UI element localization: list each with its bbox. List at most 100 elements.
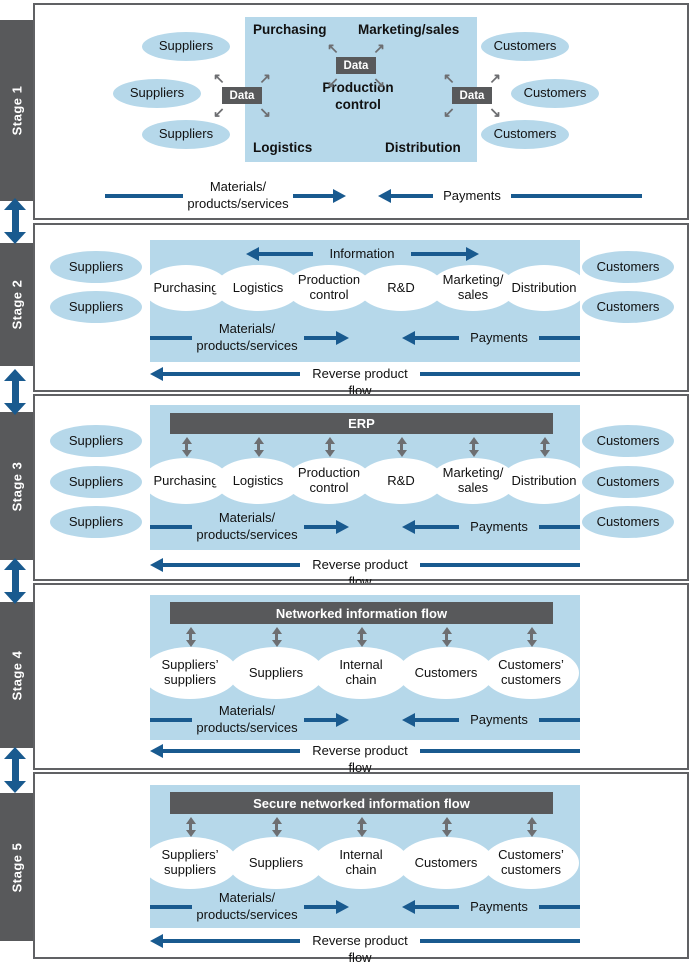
arrow-nw-icon: ↖ bbox=[327, 40, 339, 56]
arrowhead-right-icon bbox=[336, 900, 349, 914]
department-ellipse: R&D bbox=[358, 458, 444, 504]
arrow-shaft bbox=[11, 210, 19, 232]
payments-flow-label: Payments bbox=[443, 188, 501, 203]
arrow-up-icon bbox=[4, 198, 26, 210]
arrow-up-icon bbox=[441, 817, 452, 824]
customer-ellipse: Customers bbox=[511, 79, 599, 108]
arrowhead-left-icon bbox=[150, 744, 163, 758]
arrow-shaft bbox=[257, 444, 260, 450]
arrow-sw-icon: ↙ bbox=[443, 104, 455, 120]
materials-flow-label: Materials/ products/services bbox=[196, 890, 298, 922]
payments-flow-label: Payments bbox=[470, 330, 528, 345]
arrowhead-left-icon bbox=[150, 934, 163, 948]
arrow-se-icon: ↘ bbox=[489, 104, 501, 120]
arrow-nw-icon: ↖ bbox=[213, 70, 225, 86]
arrow-down-icon bbox=[4, 403, 26, 415]
stage-1-tab: Stage 1 bbox=[0, 20, 34, 201]
arrow-shaft bbox=[543, 444, 546, 450]
arrowhead-left-icon bbox=[150, 367, 163, 381]
supplier-ellipse: Suppliers bbox=[142, 120, 230, 149]
network-connector-arrow bbox=[270, 817, 283, 837]
erp-connector-arrow bbox=[395, 437, 408, 457]
customer-ellipse: Customers bbox=[481, 120, 569, 149]
reverse-flow-line bbox=[163, 939, 300, 943]
materials-flow-line bbox=[105, 194, 183, 198]
secure-networked-info-bar: Secure networked information flow bbox=[170, 792, 553, 814]
supplier-ellipse: Suppliers bbox=[50, 425, 142, 457]
network-connector-arrow bbox=[440, 627, 453, 647]
arrow-down-icon bbox=[271, 640, 282, 647]
customer-ellipse: Customers bbox=[481, 32, 569, 61]
data-box: Data bbox=[222, 87, 262, 104]
reverse-flow-line bbox=[163, 372, 300, 376]
data-box: Data bbox=[336, 57, 376, 74]
supplier-ellipse: Suppliers bbox=[142, 32, 230, 61]
arrow-down-icon bbox=[468, 450, 479, 457]
arrowhead-right-icon bbox=[466, 247, 479, 261]
data-exchange-widget: ↖↗ ↙↘ Data bbox=[213, 70, 271, 120]
reverse-flow-line bbox=[420, 749, 580, 753]
department-ellipse: Distribution bbox=[501, 265, 587, 311]
reverse-flow-line bbox=[163, 563, 300, 567]
arrow-down-icon bbox=[271, 830, 282, 837]
arrow-shaft bbox=[445, 824, 448, 830]
arrow-sw-icon: ↙ bbox=[213, 104, 225, 120]
reverse-flow-label: Reverse product flow bbox=[312, 933, 408, 962]
information-flow-line bbox=[259, 252, 313, 256]
networked-info-bar: Networked information flow bbox=[170, 602, 553, 624]
production-control-label: Production control bbox=[322, 80, 394, 112]
materials-flow-line bbox=[150, 905, 192, 909]
arrow-up-icon bbox=[271, 627, 282, 634]
logistics-label: Logistics bbox=[253, 140, 313, 155]
network-connector-arrow bbox=[440, 817, 453, 837]
arrow-shaft bbox=[11, 759, 19, 781]
arrow-shaft bbox=[400, 444, 403, 450]
arrow-shaft bbox=[360, 824, 363, 830]
supplier-ellipse: Suppliers bbox=[50, 466, 142, 498]
network-connector-arrow bbox=[270, 627, 283, 647]
arrow-down-icon bbox=[4, 232, 26, 244]
supplier-ellipse: Suppliers bbox=[50, 506, 142, 538]
materials-flow-label: Materials/ products/services bbox=[196, 321, 298, 353]
arrowhead-right-icon bbox=[336, 520, 349, 534]
arrow-down-icon bbox=[4, 592, 26, 604]
stage-2-tab-label: Stage 2 bbox=[9, 279, 25, 330]
arrow-down-icon bbox=[4, 781, 26, 793]
arrow-ne-icon: ↗ bbox=[373, 40, 385, 56]
network-connector-arrow bbox=[355, 627, 368, 647]
materials-flow-line bbox=[150, 525, 192, 529]
stage-transition-arrow bbox=[4, 369, 26, 415]
arrowhead-left-icon bbox=[402, 713, 415, 727]
arrow-up-icon bbox=[356, 627, 367, 634]
stage-3-tab-label: Stage 3 bbox=[9, 461, 25, 511]
stage-transition-arrow bbox=[4, 198, 26, 244]
arrowhead-left-icon bbox=[402, 520, 415, 534]
arrow-down-icon bbox=[396, 450, 407, 457]
arrowhead-right-icon bbox=[336, 331, 349, 345]
payments-flow-label: Payments bbox=[470, 519, 528, 534]
stage-3-tab: Stage 3 bbox=[0, 412, 34, 560]
stage-2-tab: Stage 2 bbox=[0, 243, 34, 366]
arrow-up-icon bbox=[324, 437, 335, 444]
payments-flow-line bbox=[391, 194, 433, 198]
supplier-ellipse: Suppliers bbox=[50, 251, 142, 283]
payments-flow-line bbox=[415, 525, 459, 529]
customer-ellipse: Customers bbox=[582, 466, 674, 498]
stage-5-panel: Secure networked information flow Suppli… bbox=[33, 772, 689, 962]
arrow-up-icon bbox=[185, 627, 196, 634]
reverse-flow-label: Reverse product flow bbox=[312, 743, 408, 775]
materials-flow-line bbox=[150, 336, 192, 340]
payments-flow-line bbox=[539, 336, 580, 340]
arrow-up-icon bbox=[526, 817, 537, 824]
entity-ellipse: Internal chain bbox=[313, 837, 409, 889]
arrow-nw-icon: ↖ bbox=[443, 70, 455, 86]
department-ellipse: Purchasing bbox=[143, 265, 229, 311]
department-ellipse: Production control bbox=[286, 265, 372, 311]
arrow-down-icon bbox=[526, 640, 537, 647]
customer-ellipse: Customers bbox=[582, 506, 674, 538]
arrowhead-right-icon bbox=[333, 189, 346, 203]
arrow-down-icon bbox=[356, 830, 367, 837]
materials-flow-label: Materials/ products/services bbox=[196, 703, 298, 735]
network-connector-arrow bbox=[184, 627, 197, 647]
arrow-ne-icon: ↗ bbox=[259, 70, 271, 86]
